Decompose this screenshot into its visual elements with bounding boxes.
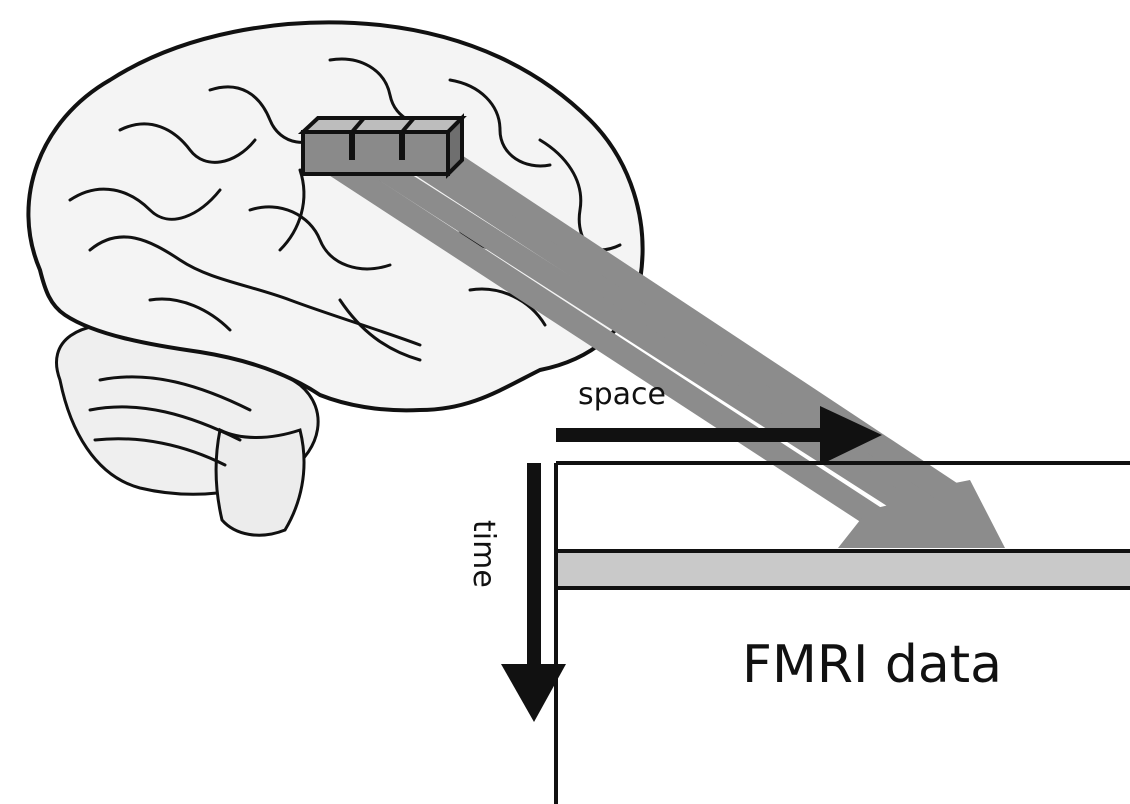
- brainstem-icon: [216, 430, 304, 535]
- time-axis: time: [466, 463, 566, 722]
- data-matrix: [556, 463, 1130, 804]
- time-arrow-shaft: [527, 463, 541, 668]
- fmri-data-label: FMRI data: [742, 635, 1002, 695]
- highlighted-time-row: [556, 551, 1130, 588]
- space-label: space: [578, 377, 666, 412]
- voxel-cubes: [303, 118, 462, 174]
- space-arrow-shaft: [556, 428, 836, 442]
- time-label: time: [466, 520, 501, 588]
- voxel-front-face: [303, 132, 448, 174]
- voxel-top-face: [303, 118, 462, 132]
